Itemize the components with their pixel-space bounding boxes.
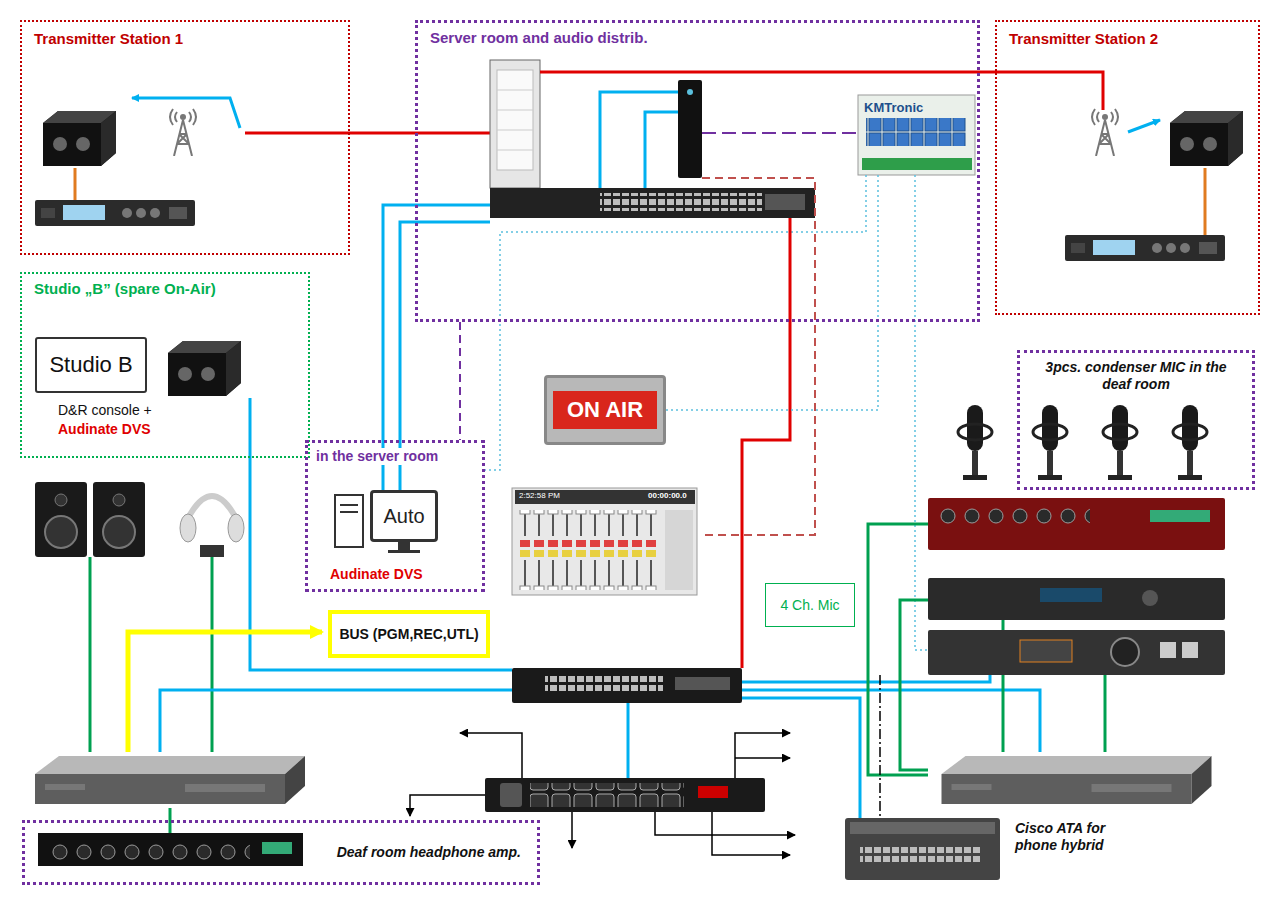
node-text: 4 Ch. Mic xyxy=(780,597,839,614)
node-text: Deaf room headphone amp. xyxy=(335,844,523,861)
node-text: Transmitter Station 1 xyxy=(32,30,185,48)
room-group: Server room and audio distrib. KMTronic xyxy=(415,20,980,322)
text-label: D&R console + xyxy=(58,402,152,419)
node-text: Studio B xyxy=(49,352,132,378)
node-text: Server room and audio distrib. xyxy=(428,29,650,47)
bus-box: BUS (PGM,REC,UTL) xyxy=(328,610,490,658)
text-label: Audinate DVS xyxy=(330,566,423,583)
studio-sign: Studio B xyxy=(35,337,147,393)
on-air-sign: ON AIR xyxy=(544,375,666,445)
station-group: Transmitter Station 2 xyxy=(995,20,1260,315)
room-group: Deaf room headphone amp. xyxy=(22,820,540,885)
relay-board: KMTronic xyxy=(858,95,975,175)
node-text: KMTronic xyxy=(864,100,923,116)
signal-connector xyxy=(666,175,878,410)
station-group: Transmitter Station 1 xyxy=(20,20,350,255)
node-text: Studio „B” (spare On-Air) xyxy=(32,280,218,298)
node-text: Auto xyxy=(383,504,424,528)
text-label: 00:00:00.0 xyxy=(648,491,687,501)
text-label: Cisco ATA for phone hybrid xyxy=(1015,820,1140,854)
monitor-screen: Auto xyxy=(370,490,438,542)
node-text: in the server room xyxy=(314,448,440,465)
text-label: 2:52:58 PM xyxy=(519,491,560,501)
node-text: 3pcs. condenser MIC in the deaf room xyxy=(1030,359,1242,393)
signal-connector xyxy=(350,132,415,135)
node-text: BUS (PGM,REC,UTL) xyxy=(339,626,478,643)
node-text: Transmitter Station 2 xyxy=(1007,30,1160,48)
channel-box: 4 Ch. Mic xyxy=(765,583,855,627)
room-group: 3pcs. condenser MIC in the deaf room xyxy=(1017,350,1255,490)
node-text: ON AIR xyxy=(553,391,657,429)
signal-connector xyxy=(980,71,995,74)
text-label: Audinate DVS xyxy=(58,421,151,438)
